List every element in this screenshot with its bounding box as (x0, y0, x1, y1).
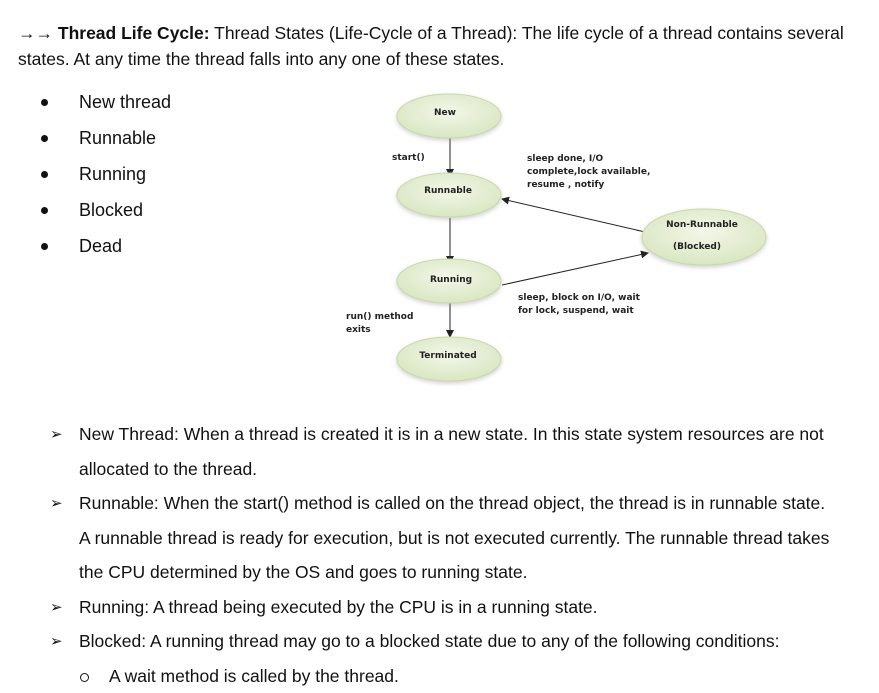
list-item: A wait method is called by the thread. (0, 659, 879, 693)
arrow-running-to-nonrunnable (502, 253, 648, 285)
list-item: ➢ Runnable: When the start() method is c… (0, 486, 879, 590)
svg-text:Non-Runnable: Non-Runnable (666, 220, 738, 230)
label-sleep-done-1: sleep done, I/O (527, 154, 604, 164)
list-item: Running (0, 161, 171, 197)
label-start: start() (392, 153, 425, 163)
detail-text: the CPU determined by the OS and goes to… (79, 562, 527, 582)
bullet-icon (41, 171, 48, 178)
svg-text:New: New (434, 108, 456, 118)
list-item: ➢ Blocked: A running thread may go to a … (0, 624, 879, 659)
detail-text: Runnable: When the start() method is cal… (79, 493, 825, 513)
arrowhead-bullet-icon: ➢ (50, 486, 63, 521)
arrowhead-bullet-icon: ➢ (50, 417, 63, 452)
detail-text: A wait method is called by the thread. (109, 666, 399, 686)
bullet-icon (41, 99, 48, 106)
label-sleep-block-2: for lock, suspend, wait (518, 306, 634, 316)
node-running: Running (397, 259, 501, 303)
node-runnable: Runnable (397, 173, 501, 217)
state-label: Blocked (79, 200, 143, 220)
state-label: New thread (79, 92, 171, 112)
double-arrow-icon: →→ (18, 23, 53, 43)
state-label: Runnable (79, 128, 156, 148)
bullet-icon (41, 243, 48, 250)
list-item: Blocked (0, 197, 171, 233)
intro-heading-text: Thread Life Cycle: (58, 23, 210, 43)
node-new: New (397, 94, 501, 138)
label-run-exits-2: exits (346, 325, 371, 335)
state-details-list: ➢ New Thread: When a thread is created i… (0, 417, 879, 693)
list-item: Runnable (0, 125, 171, 161)
state-label: Running (79, 164, 146, 184)
detail-text: allocated to the thread. (79, 459, 257, 479)
detail-text: A runnable thread is ready for execution… (79, 528, 829, 548)
svg-text:(Blocked): (Blocked) (673, 242, 721, 252)
arrow-nonrunnable-to-runnable (502, 199, 645, 232)
label-run-exits-1: run() method (346, 312, 413, 322)
thread-lifecycle-diagram: New Runnable Running Terminated Non-Runn… (340, 90, 780, 390)
svg-text:Terminated: Terminated (419, 351, 476, 361)
list-item: ➢ Running: A thread being executed by th… (0, 590, 879, 625)
thread-states-list: New thread Runnable Running Blocked Dead (0, 89, 171, 269)
bullet-icon (41, 135, 48, 142)
list-item: ➢ New Thread: When a thread is created i… (0, 417, 879, 486)
label-sleep-done-3: resume , notify (527, 180, 604, 190)
detail-text: New Thread: When a thread is created it … (79, 424, 824, 444)
label-sleep-block-1: sleep, block on I/O, wait (518, 293, 641, 303)
detail-text: Running: A thread being executed by the … (79, 597, 598, 617)
intro-heading: →→ Thread Life Cycle: (18, 23, 210, 43)
arrowhead-bullet-icon: ➢ (50, 624, 63, 659)
state-label: Dead (79, 236, 122, 256)
label-sleep-done-2: complete,lock available, (527, 167, 650, 177)
list-item: Dead (0, 233, 171, 269)
arrowhead-bullet-icon: ➢ (50, 590, 63, 625)
detail-text: Blocked: A running thread may go to a bl… (79, 631, 779, 651)
node-non-runnable: Non-Runnable (Blocked) (642, 209, 766, 265)
circle-bullet-icon (80, 673, 89, 682)
list-item: New thread (0, 89, 171, 125)
svg-text:Runnable: Runnable (424, 186, 472, 196)
bullet-icon (41, 207, 48, 214)
intro-paragraph: →→ Thread Life Cycle: Thread States (Lif… (18, 20, 868, 72)
svg-text:Running: Running (430, 275, 472, 285)
node-terminated: Terminated (397, 337, 501, 381)
